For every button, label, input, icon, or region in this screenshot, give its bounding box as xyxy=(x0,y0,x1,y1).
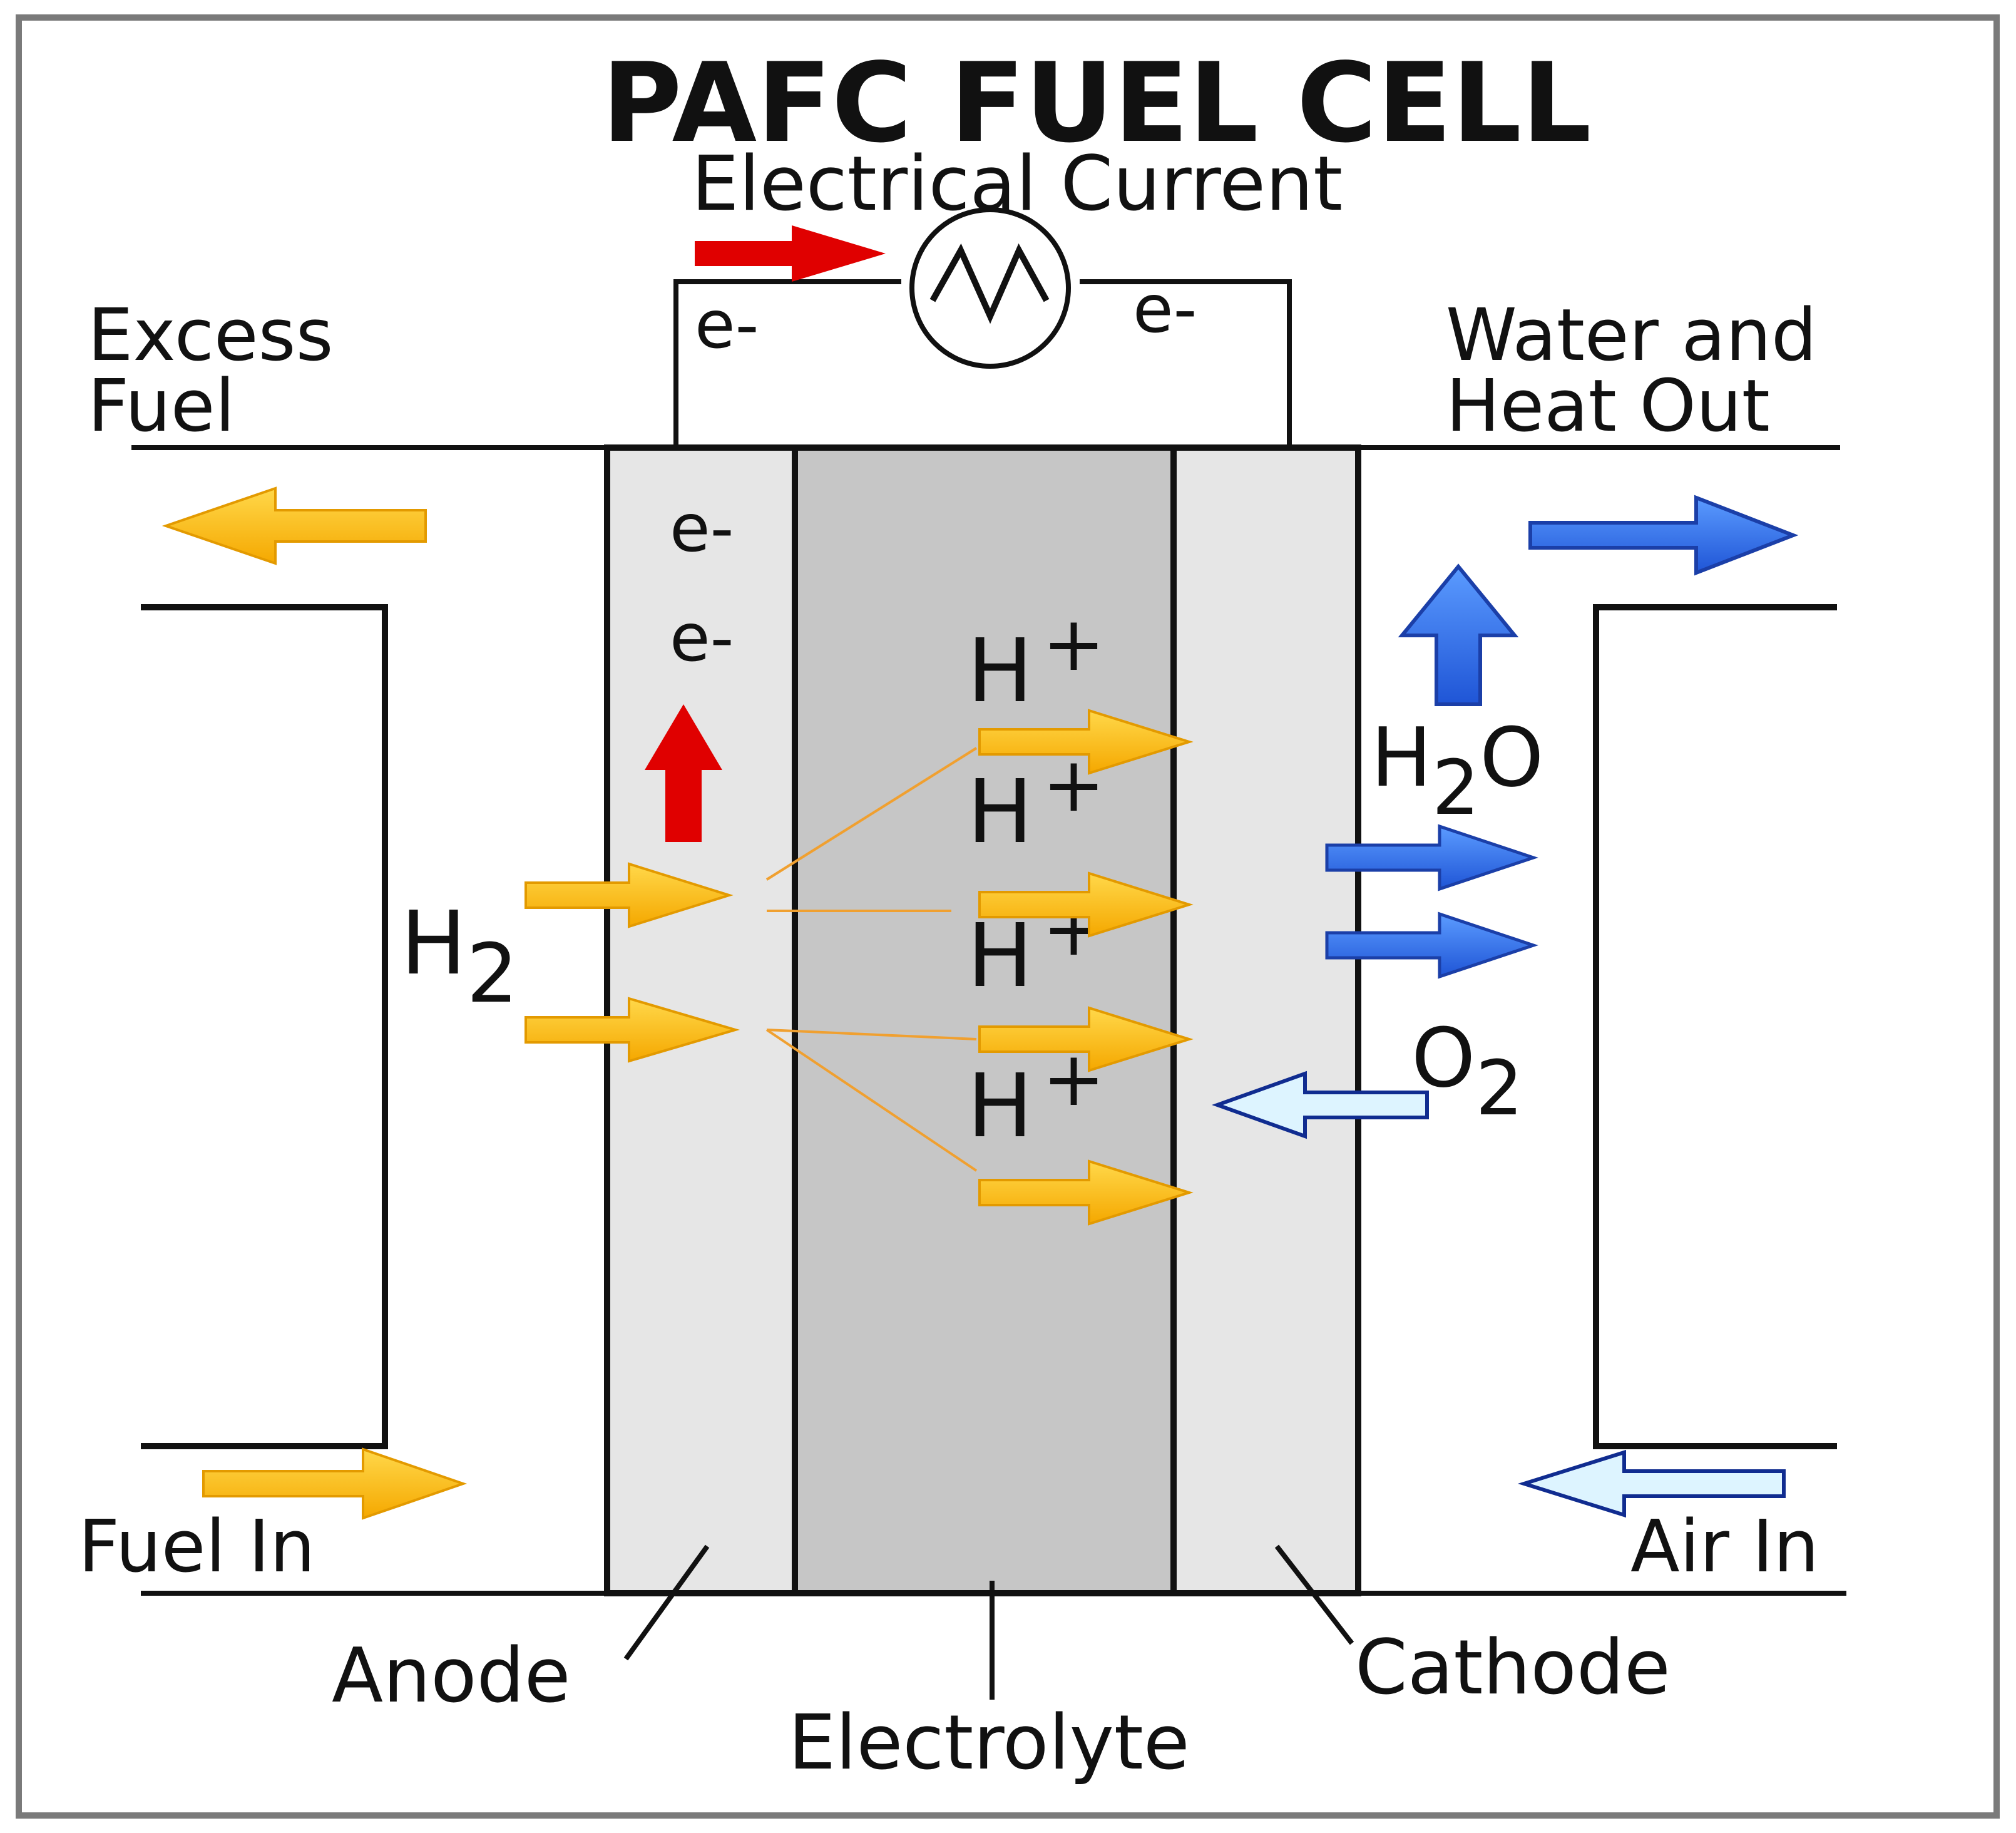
hydrogen-arrow-icon xyxy=(524,862,734,928)
water-out-arrow-icon xyxy=(1325,824,1538,891)
proton-arrow-icon xyxy=(978,709,1194,775)
hydrogen-arrow-icon xyxy=(524,997,740,1063)
electrolyte-label: Electrolyte xyxy=(788,1700,1189,1787)
proton-label-1: H+ xyxy=(967,601,1105,722)
reaction-guide-lines xyxy=(765,747,978,1172)
hydrogen-symbol: H xyxy=(401,893,466,995)
current-arrow-icon xyxy=(695,225,886,282)
water-up-arrow-icon xyxy=(1398,563,1519,706)
proton-arrow-icon xyxy=(978,1159,1194,1226)
oxygen-label: O2 xyxy=(1411,1010,1523,1132)
water-out-arrow-icon xyxy=(1325,911,1538,979)
proton-label-4: H+ xyxy=(967,1036,1105,1158)
anode-leader-line xyxy=(623,1544,710,1661)
excess-fuel-arrow-icon xyxy=(161,486,427,565)
electron-up-arrow-icon xyxy=(645,704,722,842)
circuit-electron-right: e- xyxy=(1133,271,1197,347)
water-heat-label-2: Heat Out xyxy=(1446,364,1770,448)
external-circuit-wire-right xyxy=(1080,279,1292,448)
air-in-label: Air In xyxy=(1630,1505,1819,1589)
fuel-in-label: Fuel In xyxy=(78,1505,315,1589)
water-heat-label-1: Water and xyxy=(1446,294,1817,377)
anode-electron-1: e- xyxy=(670,490,734,567)
water-label: H2O xyxy=(1371,710,1543,832)
anode-label: Anode xyxy=(332,1633,571,1720)
anode-electron-2: e- xyxy=(670,600,734,676)
cathode-label: Cathode xyxy=(1355,1625,1671,1712)
air-in-arrow-icon xyxy=(1517,1449,1786,1518)
hydrogen-subscript: 2 xyxy=(466,926,518,1021)
excess-fuel-label-2: Fuel xyxy=(88,364,235,448)
excess-fuel-label-1: Excess xyxy=(88,294,334,377)
cathode-layer xyxy=(1170,444,1361,1596)
fuel-in-arrow-icon xyxy=(202,1447,468,1520)
proton-arrow-icon xyxy=(978,1006,1194,1072)
hydrogen-label: H2 xyxy=(401,893,518,1021)
cathode-leader-line xyxy=(1274,1544,1354,1645)
proton-arrow-icon xyxy=(978,871,1194,938)
load-symbol-icon xyxy=(909,207,1071,369)
water-heat-out-arrow-icon xyxy=(1528,495,1799,576)
external-circuit-wire xyxy=(673,279,901,448)
diagram-title: PAFC FUEL CELL xyxy=(601,40,1591,167)
circuit-electron-left: e- xyxy=(695,287,759,363)
oxygen-in-arrow-icon xyxy=(1212,1071,1429,1139)
fuel-channel-wall xyxy=(141,604,388,1449)
air-channel-wall xyxy=(1593,604,1837,1449)
